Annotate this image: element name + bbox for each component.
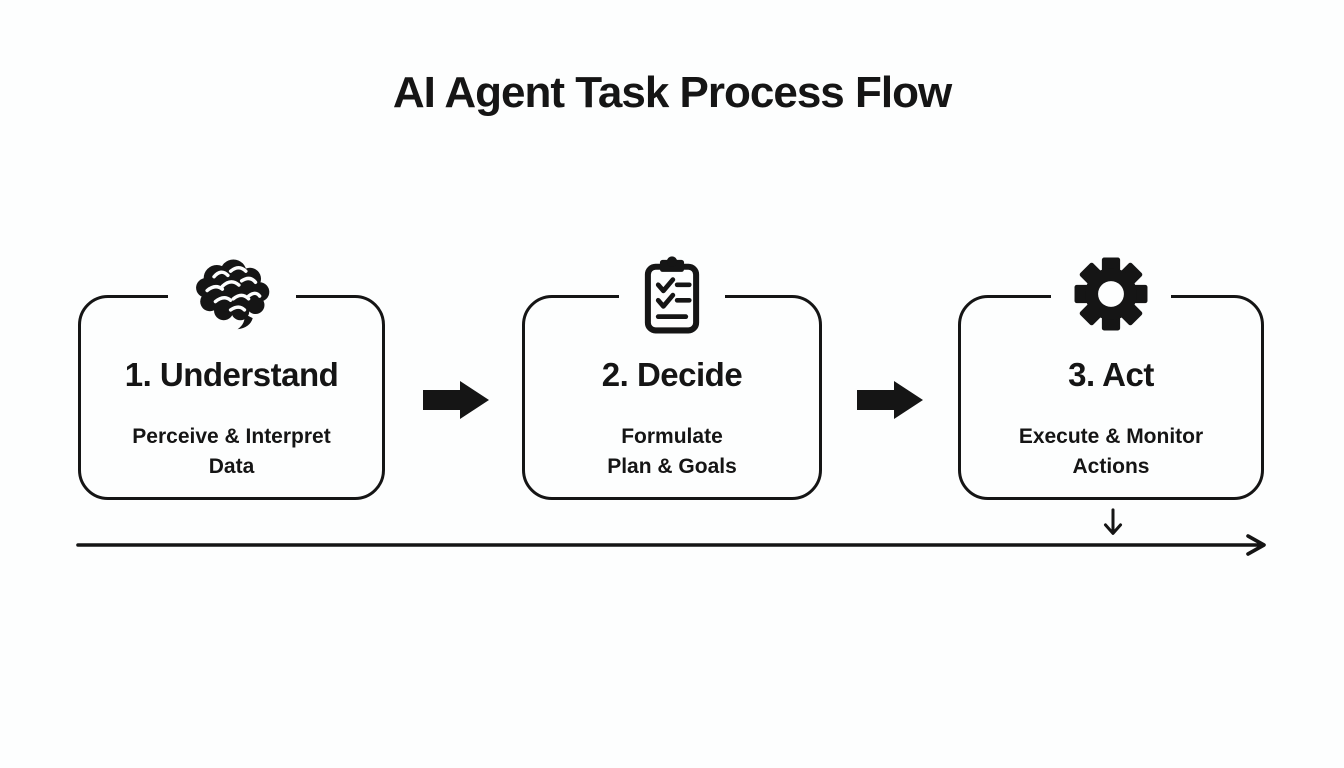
step-box-understand: 1. Understand Perceive & Interpret Data xyxy=(78,256,385,500)
step-title: 3. Act xyxy=(1068,356,1154,393)
step-subtitle-line: Perceive & Interpret xyxy=(132,425,331,448)
step-subtitle-line: Execute & Monitor xyxy=(1018,425,1204,448)
step-subtitle-line: Formulate xyxy=(621,425,723,448)
timeline-arrow xyxy=(76,534,1266,556)
step-title: 1. Understand xyxy=(124,356,339,393)
gear-icon xyxy=(1051,256,1171,332)
step-title: 2. Decide xyxy=(601,356,743,393)
right-arrow-icon xyxy=(857,381,923,419)
clipboard-checklist-icon xyxy=(619,256,725,336)
step-subtitle-line: Plan & Goals xyxy=(607,455,737,478)
brain-icon xyxy=(167,256,296,332)
page-title: AI Agent Task Process Flow xyxy=(392,68,952,117)
down-arrow-icon xyxy=(1103,508,1123,535)
step-subtitle: Execute & Monitor Actions xyxy=(961,422,1261,482)
step-subtitle: Formulate Plan & Goals xyxy=(525,422,819,482)
step-subtitle-line: Actions xyxy=(1072,455,1150,478)
step-subtitle: Perceive & Interpret Data xyxy=(81,422,382,482)
step-subtitle-line: Data xyxy=(208,455,255,478)
step-box-act: 3. Act Execute & Monitor Actions xyxy=(958,256,1264,500)
step-box-decide: 2. Decide Formulate Plan & Goals xyxy=(522,256,822,500)
right-arrow-icon xyxy=(423,381,489,419)
